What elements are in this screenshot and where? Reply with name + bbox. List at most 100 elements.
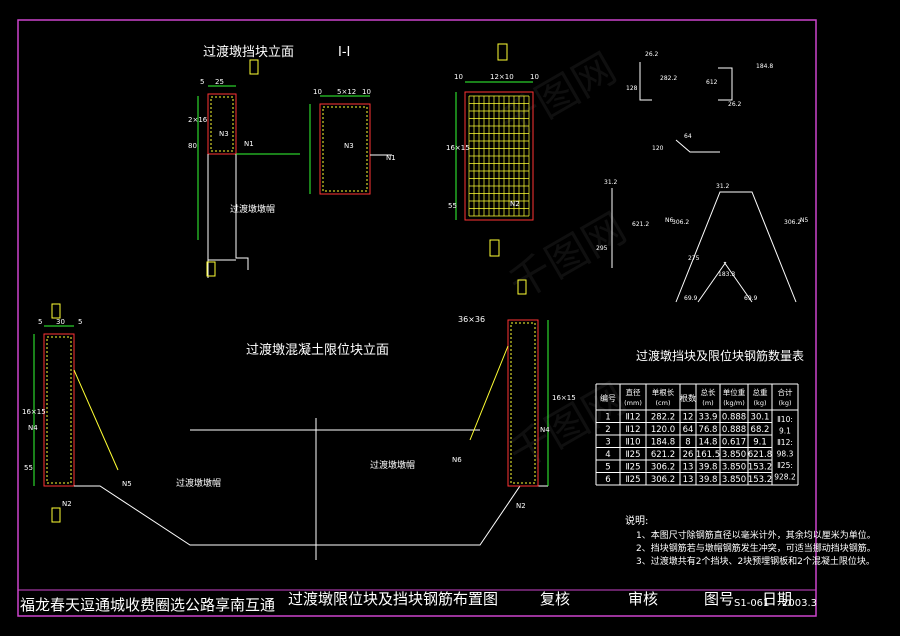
table-header: (m) (702, 399, 713, 407)
rebar-dim: 306.2 (672, 219, 689, 226)
dim-label: 5 (78, 318, 82, 326)
table-cell: 1 (605, 413, 610, 423)
table-cell: 153.2 (748, 463, 772, 473)
limit-block-title: 过渡墩混凝土限位块立面 (246, 342, 389, 358)
table-cell: Ⅱ12 (626, 413, 641, 423)
dim-label: 55 (24, 464, 33, 472)
note-item: 2、挡块钢筋若与墩帽钢筋发生冲突，可适当挪动挡块钢筋。 (636, 542, 876, 554)
dim-label: 5 (38, 318, 42, 326)
table-header: 合计 (778, 387, 793, 397)
rebar-dim: 128 (626, 85, 638, 92)
table-cell: 3.850 (722, 463, 746, 473)
rebar-mark: N1 (386, 154, 396, 162)
section-marker (51, 507, 61, 523)
cap-label: 过渡墩墩帽 (176, 477, 221, 489)
table-total: Ⅱ10: (777, 415, 793, 424)
rebar-dim: 31.2 (716, 183, 730, 190)
drawing-frame (17, 19, 817, 617)
section-marker (206, 261, 216, 277)
dim-label: 30 (56, 318, 65, 326)
table-cell: 153.2 (748, 475, 772, 485)
table-total: 9.1 (779, 427, 791, 436)
rebar-mark: N4 (28, 424, 38, 432)
table-cell: 39.8 (699, 475, 718, 485)
block-elevation-view (197, 85, 300, 278)
watermark: 千图网 (501, 373, 635, 478)
project-name: 福龙春天逗通城收费圈选公路享南互通 (20, 596, 275, 614)
dim-label: 55 (448, 202, 457, 210)
table-header: 根数 (680, 393, 696, 403)
table-cell: 3.850 (722, 475, 746, 485)
dim-label: 80 (188, 142, 197, 150)
rebar-mark: N5 (800, 217, 808, 224)
section-marker (497, 43, 508, 61)
dim-label: 25 (215, 78, 224, 86)
table-title: 过渡墩挡块及限位块钢筋数量表 (636, 348, 804, 363)
table-cell: 184.8 (651, 438, 675, 448)
drawing-title: 过渡墩限位块及挡块钢筋布置图 (288, 590, 498, 608)
table-cell: 33.9 (699, 413, 718, 423)
rebar-dim: 26.2 (728, 101, 742, 108)
table-header: (kg) (754, 399, 767, 407)
dim-label: 10 (454, 73, 463, 81)
dim-label: 5×12 (337, 88, 356, 96)
rebar-mark: N4 (540, 426, 550, 434)
dim-label: 10 (530, 73, 539, 81)
dim-label: 5 (200, 78, 204, 86)
rebar-mark: N2 (516, 502, 526, 510)
table-cell: 30.1 (751, 413, 770, 423)
table-cell: 64 (683, 425, 694, 435)
rebar-dim: 120 (652, 145, 664, 152)
rebar-mark: N2 (510, 200, 520, 208)
quantity-table: 编号直径(mm)单根长(cm)根数总长(m)单位重(kg/m)总重(kg)合计(… (595, 383, 799, 486)
cap-label: 过渡墩墩帽 (370, 459, 415, 471)
table-cell: 5 (605, 463, 610, 473)
table-cell: 6 (605, 475, 610, 485)
rebar-dim: 69.9 (684, 295, 698, 302)
table-total: Ⅱ25: (777, 461, 793, 470)
rebar-mark: N1 (244, 140, 254, 148)
table-cell: Ⅱ25 (626, 450, 641, 460)
rebar-dim: 183.3 (718, 271, 735, 278)
mesh-plan-view (455, 81, 534, 221)
table-cell: 282.2 (651, 413, 675, 423)
table-cell: 12 (683, 413, 694, 423)
table-cell: 0.888 (722, 413, 746, 423)
table-cell: 2 (605, 425, 610, 435)
table-cell: 120.0 (651, 425, 675, 435)
table-header: 总长 (701, 387, 716, 397)
table-cell: 0.888 (722, 425, 746, 435)
table-cell: 306.2 (651, 463, 675, 473)
table-cell: 4 (605, 450, 610, 460)
rebar-dim: 64 (684, 133, 692, 140)
audit-label: 审核 (628, 590, 658, 608)
table-header: 编号 (600, 393, 616, 403)
table-total: Ⅱ12: (777, 438, 793, 447)
rebar-dim: 621.2 (632, 221, 649, 228)
rebar-mark: N3 (344, 142, 354, 150)
table-header: (kg) (779, 399, 792, 407)
section-marker (51, 303, 61, 319)
dim-label: 12×10 (490, 73, 514, 81)
rebar-dim: 31.2 (604, 179, 618, 186)
table-cell: Ⅱ10 (626, 438, 641, 448)
dim-label: 36×36 (458, 315, 485, 324)
section-marker (489, 239, 500, 257)
table-total: 98.3 (777, 450, 794, 459)
rebar-dim: 612 (706, 79, 718, 86)
table-cell: 13 (683, 463, 694, 473)
watermark: 千图网 (501, 203, 635, 308)
table-cell: 0.617 (722, 438, 746, 448)
rebar-details (611, 62, 797, 303)
drawing-number-label: 图号 (704, 590, 734, 608)
table-cell: 68.2 (751, 425, 770, 435)
dim-label: 10 (362, 88, 371, 96)
rebar-dim: 295 (596, 245, 608, 252)
section-view (309, 95, 392, 195)
limit-block-view (33, 319, 549, 560)
table-header: (mm) (624, 399, 642, 407)
date-label: 日期 (762, 590, 792, 608)
table-cell: 9.1 (753, 438, 767, 448)
table-cell: 3 (605, 438, 610, 448)
